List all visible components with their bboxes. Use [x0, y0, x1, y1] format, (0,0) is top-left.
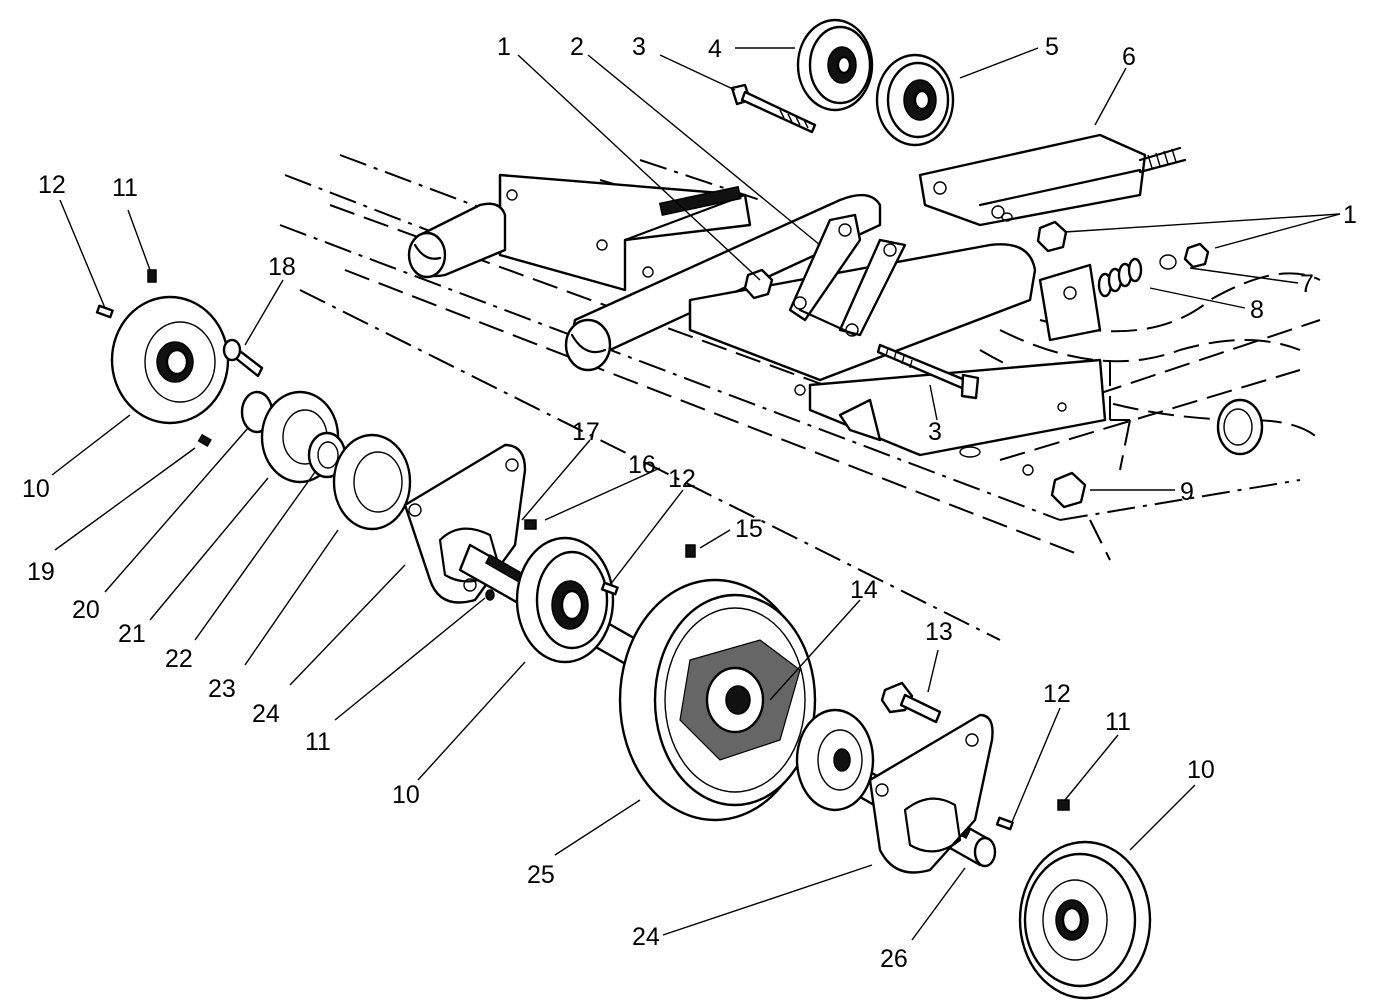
callout-10a: 10 — [22, 475, 50, 503]
idler-pulley-5 — [875, 53, 955, 147]
callout-24b: 24 — [632, 923, 660, 951]
callout-9: 9 — [1180, 478, 1194, 506]
callout-19: 19 — [27, 558, 55, 586]
callout-2: 2 — [570, 33, 584, 61]
callout-21: 21 — [118, 620, 146, 648]
leader-lines — [51, 47, 1341, 941]
callout-8: 8 — [1250, 296, 1264, 324]
callout-15: 15 — [735, 515, 763, 543]
callout-12a: 12 — [38, 171, 66, 199]
callout-1b: 1 — [1343, 201, 1357, 229]
spring-bracket — [1038, 263, 1102, 342]
callout-3a: 3 — [632, 33, 646, 61]
callout-14: 14 — [850, 576, 878, 604]
callout-20: 20 — [72, 596, 100, 624]
callout-16: 16 — [628, 451, 656, 479]
callout-10b: 10 — [392, 781, 420, 809]
nuts — [743, 212, 1210, 509]
frame-tube-right-end — [1216, 398, 1264, 456]
right-bearing-plate — [868, 713, 994, 874]
callout-3b: 3 — [928, 418, 942, 446]
bolt-lower — [876, 343, 980, 400]
drive-wheel — [618, 544, 817, 822]
idler-arm — [918, 133, 1187, 227]
spring — [1097, 257, 1143, 298]
callout-22: 22 — [165, 645, 193, 673]
callout-11a: 11 — [112, 174, 138, 202]
callout-18: 18 — [268, 253, 296, 281]
callout-labels: 1 2 3 4 5 6 1 7 8 3 9 12 11 18 10 19 20 … — [22, 33, 1357, 973]
callout-1a: 1 — [497, 33, 511, 61]
bolt-upper — [730, 83, 817, 134]
right-pulley — [995, 799, 1152, 1000]
right-bearing-flange — [795, 708, 875, 812]
callout-7: 7 — [1300, 270, 1314, 298]
left-pulley — [95, 269, 230, 425]
callout-4: 4 — [708, 35, 722, 63]
idler-pulley-4 — [796, 18, 874, 112]
callout-11b: 11 — [305, 728, 331, 756]
callout-10c: 10 — [1187, 756, 1215, 784]
frame-tube-left — [407, 193, 882, 372]
callout-12b: 12 — [668, 465, 696, 493]
link-bracket — [788, 213, 907, 337]
callout-26: 26 — [880, 945, 908, 973]
callout-17: 17 — [572, 418, 600, 446]
callout-6: 6 — [1122, 43, 1136, 71]
callout-13: 13 — [925, 618, 953, 646]
center-pulley — [485, 519, 619, 664]
callout-5: 5 — [1045, 33, 1059, 61]
frame-rail-upper — [498, 173, 752, 292]
callout-12c: 12 — [1043, 680, 1071, 708]
callout-24a: 24 — [252, 700, 280, 728]
callout-11c: 11 — [1105, 708, 1131, 736]
callout-23: 23 — [208, 675, 236, 703]
left-bearing-stack — [197, 338, 412, 531]
callout-25: 25 — [527, 861, 555, 889]
bolt-13 — [880, 681, 942, 724]
